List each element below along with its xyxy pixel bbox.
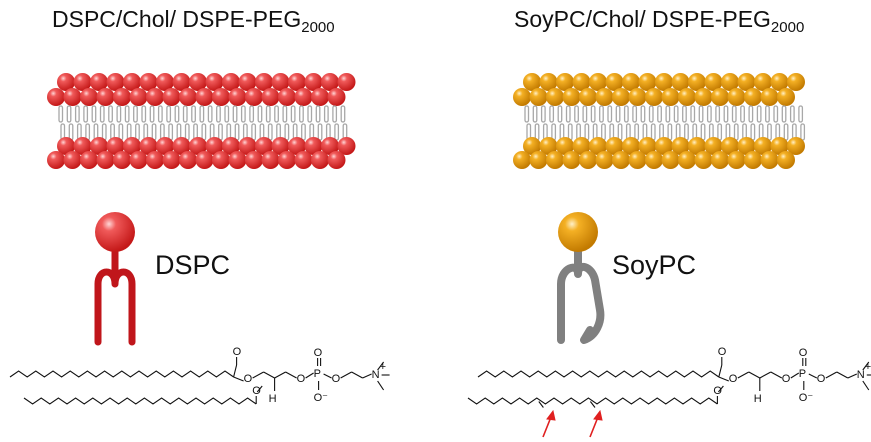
double-bond-arrow-icon xyxy=(542,409,603,438)
svg-text:O: O xyxy=(332,373,341,385)
svg-text:P: P xyxy=(799,368,806,380)
title-soypc-subscript: 2000 xyxy=(770,19,805,36)
svg-text:O: O xyxy=(233,346,242,358)
svg-text:O: O xyxy=(729,373,738,385)
svg-text:H: H xyxy=(269,393,277,405)
dspc-molecule-icon xyxy=(94,212,136,346)
svg-text:O: O xyxy=(252,385,261,397)
svg-text:O⁻: O⁻ xyxy=(314,392,329,404)
svg-text:O: O xyxy=(244,373,253,385)
title-dspc-formulation: DSPC/Chol/ DSPE-PEG2000 xyxy=(52,6,335,36)
svg-text:O: O xyxy=(713,385,722,397)
dspc-bilayer-icon xyxy=(47,73,356,169)
svg-text:N: N xyxy=(857,369,865,381)
soypc-label: SoyPC xyxy=(612,250,697,280)
svg-text:+: + xyxy=(865,361,871,373)
soypc-molecule-icon xyxy=(557,212,605,344)
svg-text:+: + xyxy=(380,361,386,373)
svg-text:O: O xyxy=(314,347,323,359)
svg-text:O: O xyxy=(799,347,808,359)
svg-text:H: H xyxy=(754,393,762,405)
title-soypc-main: SoyPC/Chol/ DSPE-PEG xyxy=(514,6,771,32)
title-dspc-main: DSPC/Chol/ DSPE-PEG xyxy=(52,6,302,32)
svg-text:O⁻: O⁻ xyxy=(799,392,814,404)
svg-text:O: O xyxy=(782,373,791,385)
svg-text:O: O xyxy=(297,373,306,385)
soypc-bilayer-icon xyxy=(513,73,806,169)
svg-text:P: P xyxy=(314,368,321,380)
svg-text:O: O xyxy=(817,373,826,385)
title-dspc-subscript: 2000 xyxy=(301,19,335,36)
svg-text:O: O xyxy=(718,346,727,358)
svg-text:N: N xyxy=(372,369,380,381)
title-soypc-formulation: SoyPC/Chol/ DSPE-PEG2000 xyxy=(514,6,804,36)
dspc-label: DSPC xyxy=(155,250,231,280)
